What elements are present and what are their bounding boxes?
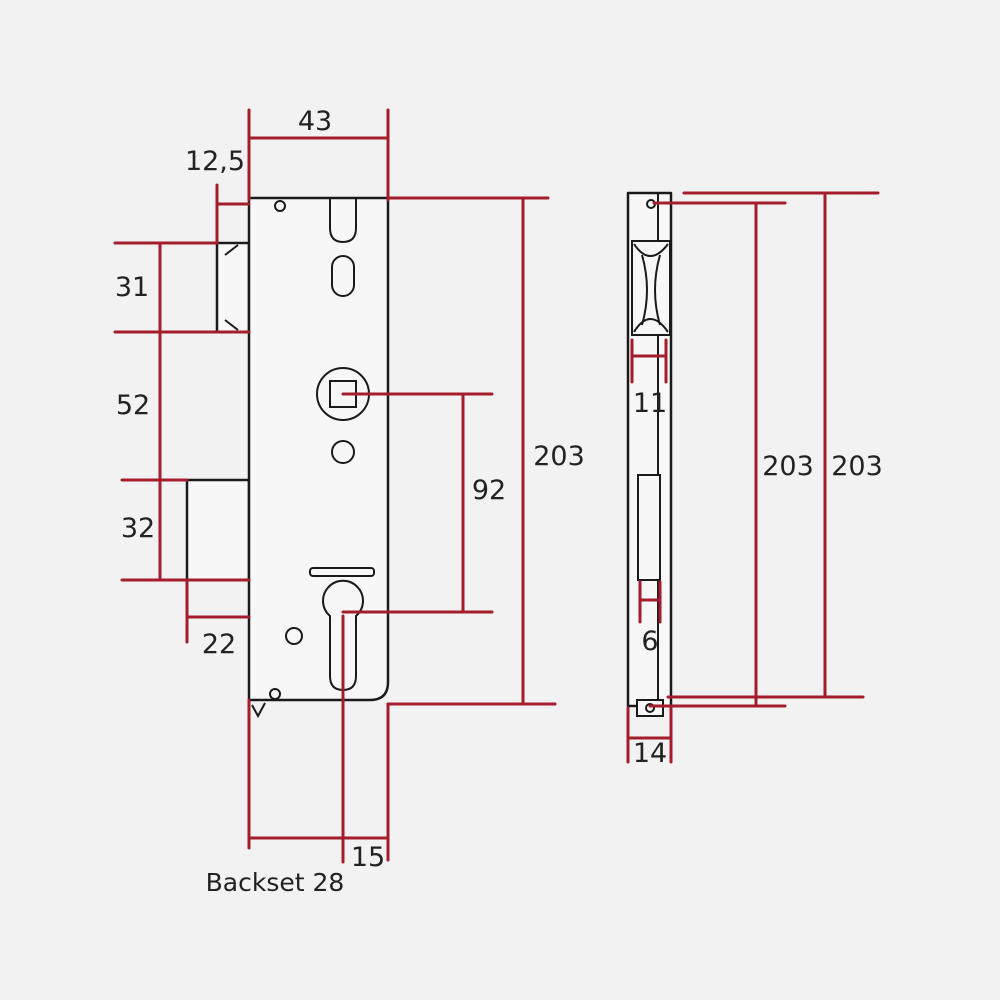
latch-bolt — [215, 241, 251, 334]
latch-bolt-bevel — [224, 244, 239, 331]
label-6: 6 — [641, 626, 658, 657]
label-203-side-a: 203 — [762, 451, 814, 482]
label-203-front: 203 — [533, 441, 585, 472]
latch-face — [633, 243, 669, 333]
label-22: 22 — [202, 629, 236, 660]
label-203-side-b: 203 — [831, 451, 883, 482]
label-11: 11 — [633, 388, 667, 419]
label-52: 52 — [116, 390, 150, 421]
label-31: 31 — [115, 272, 149, 303]
label-92: 92 — [472, 475, 506, 506]
bolt-window — [637, 474, 661, 581]
oval-slot — [331, 255, 355, 297]
bottom-screw-hole — [269, 688, 281, 700]
label-14: 14 — [633, 738, 667, 769]
left-cylinder-hole — [285, 627, 303, 645]
side-view-dimensions — [626, 191, 880, 764]
top-slot — [329, 198, 357, 244]
label-12-5: 12,5 — [185, 146, 245, 177]
front-view-dimensions — [113, 108, 557, 864]
horizontal-slot — [309, 567, 375, 577]
dead-bolt — [185, 478, 251, 582]
lock-case — [247, 196, 390, 702]
top-screw-hole — [274, 200, 286, 212]
label-32: 32 — [121, 513, 155, 544]
label-15: 15 — [351, 842, 385, 873]
label-backset: Backset 28 — [206, 868, 345, 897]
forend-side-view — [626, 191, 673, 717]
round-hole — [331, 440, 355, 464]
bottom-tab — [251, 702, 266, 719]
label-43: 43 — [298, 106, 332, 137]
